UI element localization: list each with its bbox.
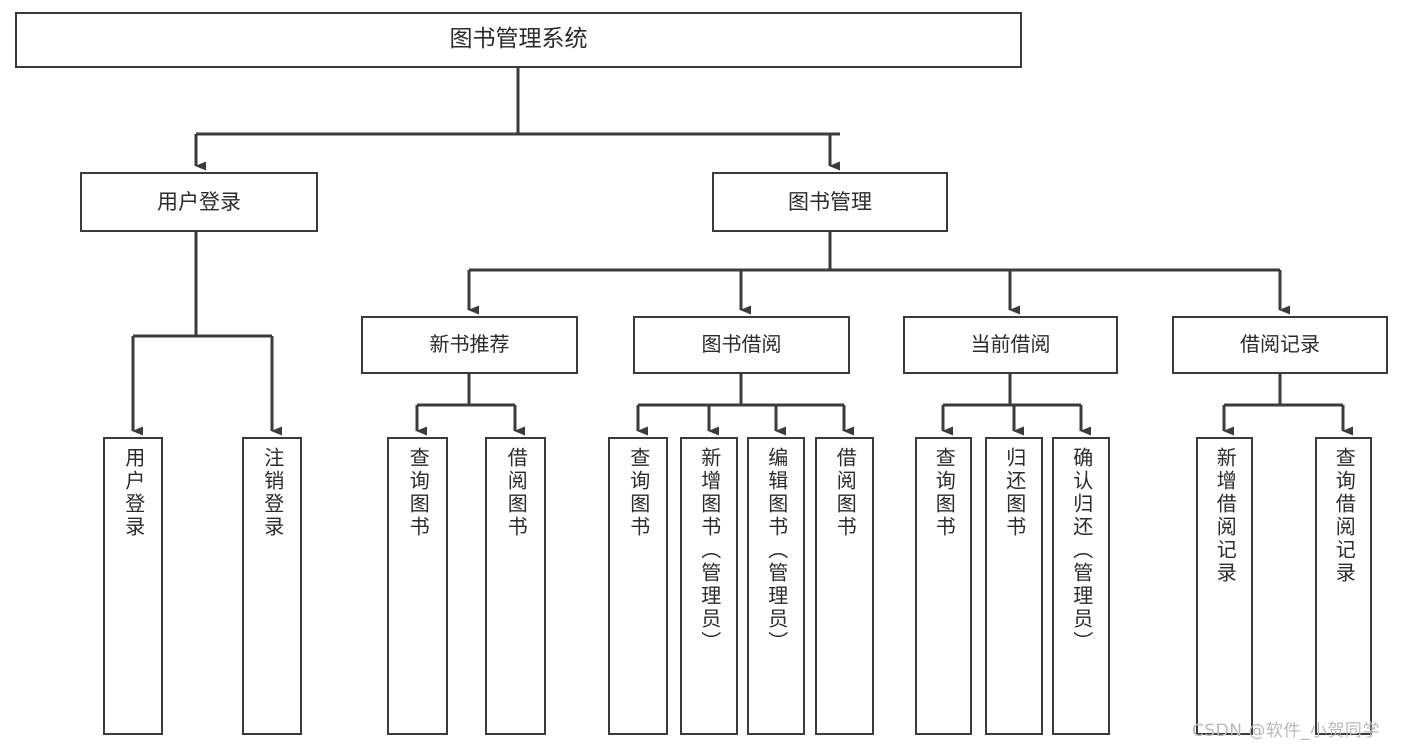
leaf-query-book-recommend[interactable]: 查询图书	[387, 437, 448, 735]
leaf-borrow-book-recommend-label: 借阅图书	[504, 447, 529, 539]
node-current-borrow[interactable]: 当前借阅	[903, 316, 1118, 374]
leaf-borrow-book[interactable]: 借阅图书	[815, 437, 874, 735]
node-current-borrow-label: 当前借阅	[970, 332, 1051, 357]
leaf-logout[interactable]: 注销登录	[242, 437, 302, 735]
node-root[interactable]: 图书管理系统	[15, 12, 1022, 68]
leaf-query-book-current[interactable]: 查询图书	[915, 437, 972, 735]
node-book-borrow-label: 图书借阅	[701, 332, 782, 357]
leaf-user-login-label: 用户登录	[121, 447, 146, 539]
leaf-confirm-return-admin[interactable]: 确认归还（管理员）	[1052, 437, 1110, 735]
node-new-book-recommend-label: 新书推荐	[429, 332, 510, 357]
node-user-login[interactable]: 用户登录	[80, 172, 318, 232]
leaf-query-borrow-record-label: 查询借阅记录	[1332, 447, 1357, 585]
node-borrow-records[interactable]: 借阅记录	[1172, 316, 1388, 374]
leaf-logout-label: 注销登录	[260, 447, 285, 539]
node-root-label: 图书管理系统	[449, 26, 588, 53]
leaf-confirm-return-admin-label: 确认归还（管理员）	[1069, 447, 1094, 654]
leaf-query-book-current-label: 查询图书	[932, 447, 957, 539]
node-borrow-records-label: 借阅记录	[1240, 332, 1320, 357]
leaf-add-book-admin[interactable]: 新增图书（管理员）	[680, 437, 738, 735]
leaf-edit-book-admin[interactable]: 编辑图书（管理员）	[747, 437, 805, 735]
leaf-return-book-label: 归还图书	[1002, 447, 1027, 539]
leaf-add-borrow-record-label: 新增借阅记录	[1213, 447, 1238, 585]
node-new-book-recommend[interactable]: 新书推荐	[361, 316, 578, 374]
leaf-return-book[interactable]: 归还图书	[985, 437, 1043, 735]
leaf-query-book-recommend-label: 查询图书	[406, 447, 431, 539]
leaf-edit-book-admin-label: 编辑图书（管理员）	[764, 447, 789, 654]
leaf-add-borrow-record[interactable]: 新增借阅记录	[1196, 437, 1253, 735]
watermark: CSDN @软件_小贺同学	[1192, 721, 1380, 741]
leaf-query-book-borrow-label: 查询图书	[626, 447, 651, 539]
leaf-borrow-book-label: 借阅图书	[833, 447, 858, 539]
leaf-query-borrow-record[interactable]: 查询借阅记录	[1315, 437, 1372, 735]
node-user-login-label: 用户登录	[157, 189, 241, 214]
leaf-borrow-book-recommend[interactable]: 借阅图书	[485, 437, 546, 735]
node-book-management[interactable]: 图书管理	[712, 172, 948, 232]
leaf-add-book-admin-label: 新增图书（管理员）	[697, 447, 722, 654]
node-book-management-label: 图书管理	[788, 189, 872, 214]
leaf-user-login[interactable]: 用户登录	[103, 437, 163, 735]
node-book-borrow[interactable]: 图书借阅	[633, 316, 850, 374]
leaf-query-book-borrow[interactable]: 查询图书	[608, 437, 668, 735]
